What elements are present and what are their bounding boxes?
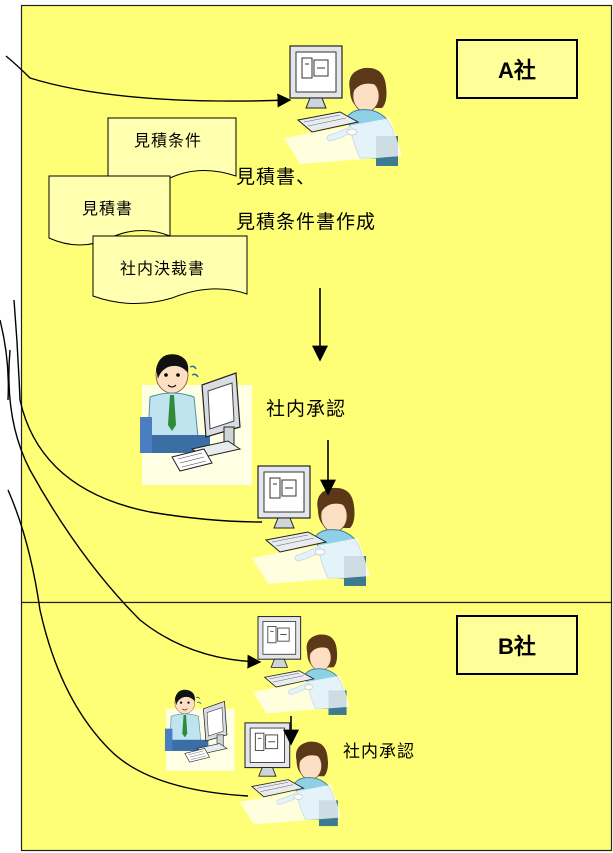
step-create-line2: 見積条件書作成 [236, 211, 377, 233]
document-estimate: 見積書 [82, 199, 134, 218]
approval-label-a: 社内承認 [266, 398, 347, 420]
step-create-line1: 見積書、 [236, 166, 317, 188]
approval-label-b: 社内承認 [343, 742, 415, 762]
document-estimate-conditions: 見積条件 [134, 131, 203, 150]
document-approval-form: 社内決裁書 [120, 259, 206, 278]
company-b-label: B社 [456, 615, 578, 675]
company-a-label: A社 [456, 39, 578, 99]
